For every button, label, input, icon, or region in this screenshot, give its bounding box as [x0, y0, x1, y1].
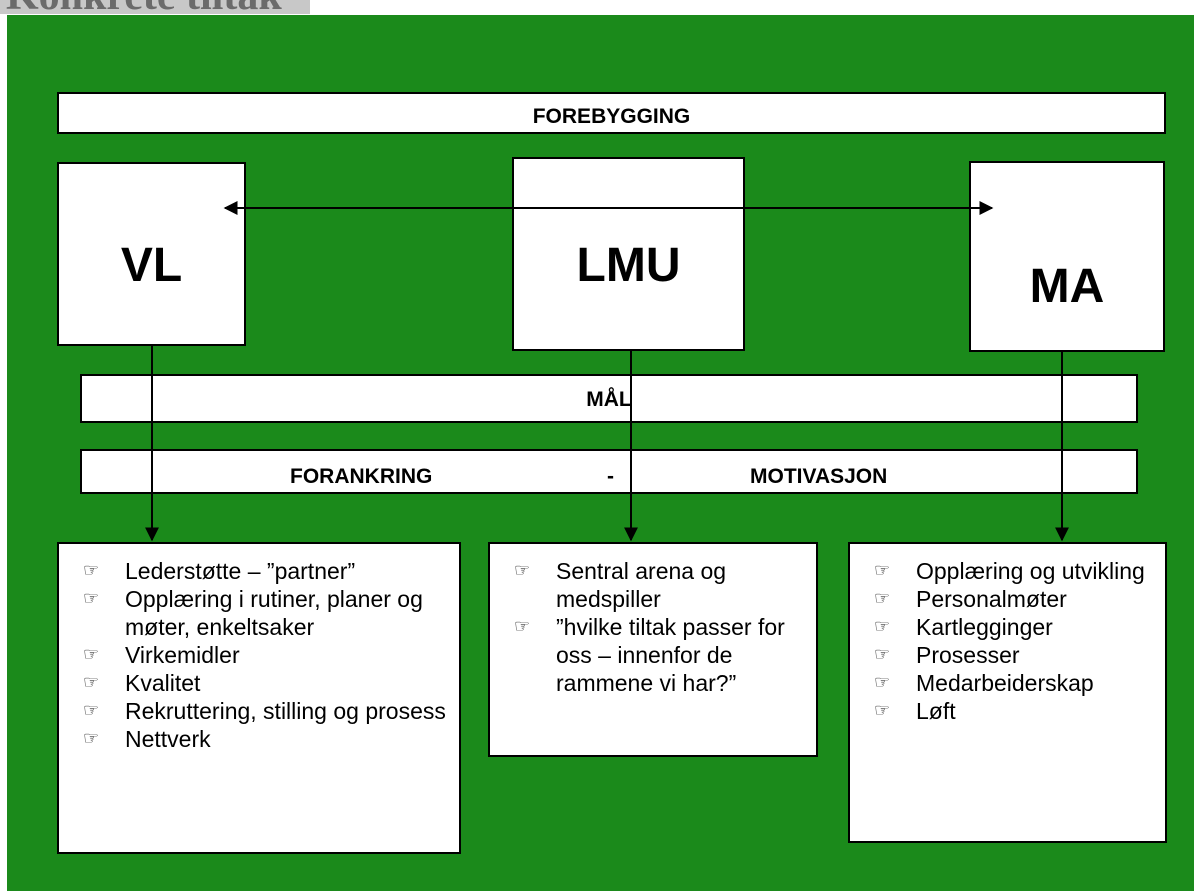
- lmu-list-item-text: Sentral arena og medspiller: [556, 558, 727, 612]
- ma-list-item: ☞ Løft: [850, 697, 1165, 725]
- forebygging-label: FOREBYGGING: [532, 105, 691, 128]
- lmu-list-item: ☞ Sentral arena og medspiller: [490, 557, 816, 613]
- lmu-list-item-text: ”hvilke tiltak passer for oss – innenfor…: [556, 614, 785, 696]
- vl-label: VL: [120, 239, 183, 292]
- maal-label: MÅL: [586, 388, 632, 411]
- pointing-hand-icon: ☞: [514, 616, 531, 637]
- forebygging-bar: FOREBYGGING: [57, 92, 1166, 134]
- vl-list-item-text: Lederstøtte – ”partner”: [125, 558, 356, 584]
- ma-label: MA: [1029, 260, 1105, 313]
- forankring-label: FORANKRING: [290, 465, 433, 488]
- pointing-hand-icon: ☞: [874, 588, 891, 609]
- maal-bar: MÅL: [80, 374, 1138, 423]
- ma-list-item: ☞ Personalmøter: [850, 585, 1165, 613]
- vl-list-item-text: Virkemidler: [125, 642, 240, 668]
- ma-list-item-text: Løft: [916, 698, 956, 724]
- pointing-hand-icon: ☞: [874, 616, 891, 637]
- lmu-label: LMU: [576, 239, 681, 292]
- pointing-hand-icon: ☞: [874, 700, 891, 721]
- ma-list-item: ☞ Prosesser: [850, 641, 1165, 669]
- vl-list-item: ☞ Virkemidler: [59, 641, 459, 669]
- slide-canvas: FOREBYGGING VL LMU MA MÅL FORANKRING - M…: [7, 15, 1194, 891]
- pointing-hand-icon: ☞: [83, 728, 100, 749]
- lmu-measures-list: ☞ Sentral arena og medspiller ☞ ”hvilke til…: [488, 542, 818, 757]
- separator-label: -: [607, 465, 614, 488]
- vl-list-item: ☞ Nettverk: [59, 725, 459, 753]
- ma-list-item-text: Prosesser: [916, 642, 1020, 668]
- ma-list-item-text: Opplæring og utvikling: [916, 558, 1145, 584]
- vl-list-item-text: Kvalitet: [125, 670, 201, 696]
- vl-list-item-text: Nettverk: [125, 726, 211, 752]
- pointing-hand-icon: ☞: [83, 700, 100, 721]
- vl-list-item: ☞ Lederstøtte – ”partner”: [59, 557, 459, 585]
- pointing-hand-icon: ☞: [514, 560, 531, 581]
- vl-list-item: ☞ Kvalitet: [59, 669, 459, 697]
- ma-list-item: ☞ Kartlegginger: [850, 613, 1165, 641]
- vl-measures-list: ☞ Lederstøtte – ”partner” ☞ Opplæring i rut…: [57, 542, 461, 854]
- pointing-hand-icon: ☞: [874, 672, 891, 693]
- lmu-list-item: ☞ ”hvilke tiltak passer for oss – innenfo…: [490, 613, 816, 697]
- lmu-box: LMU: [512, 157, 745, 351]
- ma-list-item-text: Kartlegginger: [916, 614, 1053, 640]
- vl-list-item: ☞ Rekruttering, stilling og prosess: [59, 697, 459, 725]
- vl-list-item-text: Opplæring i rutiner, planer og møter, en…: [125, 586, 423, 640]
- pointing-hand-icon: ☞: [83, 644, 100, 665]
- ma-list-item-text: Medarbeiderskap: [916, 670, 1094, 696]
- pointing-hand-icon: ☞: [83, 672, 100, 693]
- pointing-hand-icon: ☞: [83, 588, 100, 609]
- pointing-hand-icon: ☞: [874, 644, 891, 665]
- connector-arrows: [145, 201, 1069, 542]
- slide-title: Konkrete tiltak: [0, 0, 310, 14]
- forankring-motivasjon-bar: FORANKRING - MOTIVASJON: [80, 449, 1138, 494]
- ma-list-item: ☞ Opplæring og utvikling: [850, 557, 1165, 585]
- ma-box: MA: [969, 161, 1165, 352]
- motivasjon-label: MOTIVASJON: [750, 465, 888, 488]
- vl-list-item: ☞ Opplæring i rutiner, planer og møter, e…: [59, 585, 459, 641]
- pointing-hand-icon: ☞: [874, 560, 891, 581]
- pointing-hand-icon: ☞: [83, 560, 100, 581]
- vl-list-item-text: Rekruttering, stilling og prosess: [125, 698, 446, 724]
- ma-measures-list: ☞ Opplæring og utvikling ☞ Personalmøter ☞ Ka…: [848, 542, 1167, 843]
- vl-box: VL: [57, 162, 246, 346]
- ma-list-item-text: Personalmøter: [916, 586, 1067, 612]
- ma-list-item: ☞ Medarbeiderskap: [850, 669, 1165, 697]
